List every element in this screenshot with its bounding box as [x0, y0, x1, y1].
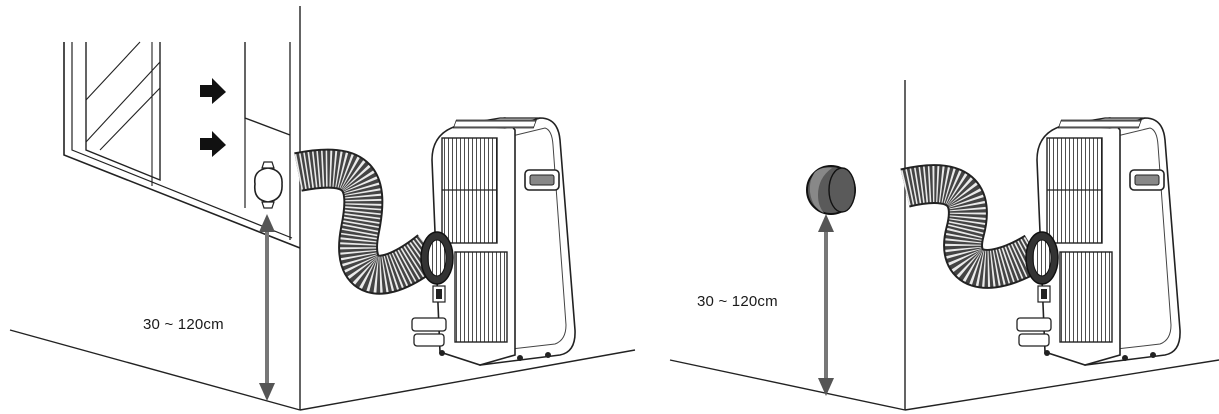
wall-installation-panel	[669, 80, 1219, 411]
arrow-icon	[200, 78, 226, 104]
air-conditioner-icon	[411, 117, 576, 366]
double-arrow-icon	[818, 214, 834, 396]
double-arrow-icon	[259, 214, 275, 401]
flexible-hose-icon	[900, 164, 1046, 289]
floor-line-left	[9, 329, 301, 411]
window-adapter-icon	[253, 161, 283, 209]
height-label-window: 30 ~ 120cm	[143, 316, 224, 333]
window-installation-panel	[9, 6, 636, 411]
floor-line-right	[904, 359, 1219, 411]
floor-line-left	[669, 359, 906, 411]
floor-line-right	[299, 349, 636, 411]
window-frame	[63, 41, 301, 249]
height-label-wall: 30 ~ 120cm	[697, 293, 778, 310]
wall-duct-icon	[806, 165, 856, 215]
arrow-icon	[200, 131, 226, 157]
flexible-hose-icon	[294, 148, 443, 295]
air-conditioner-icon	[1016, 117, 1181, 366]
